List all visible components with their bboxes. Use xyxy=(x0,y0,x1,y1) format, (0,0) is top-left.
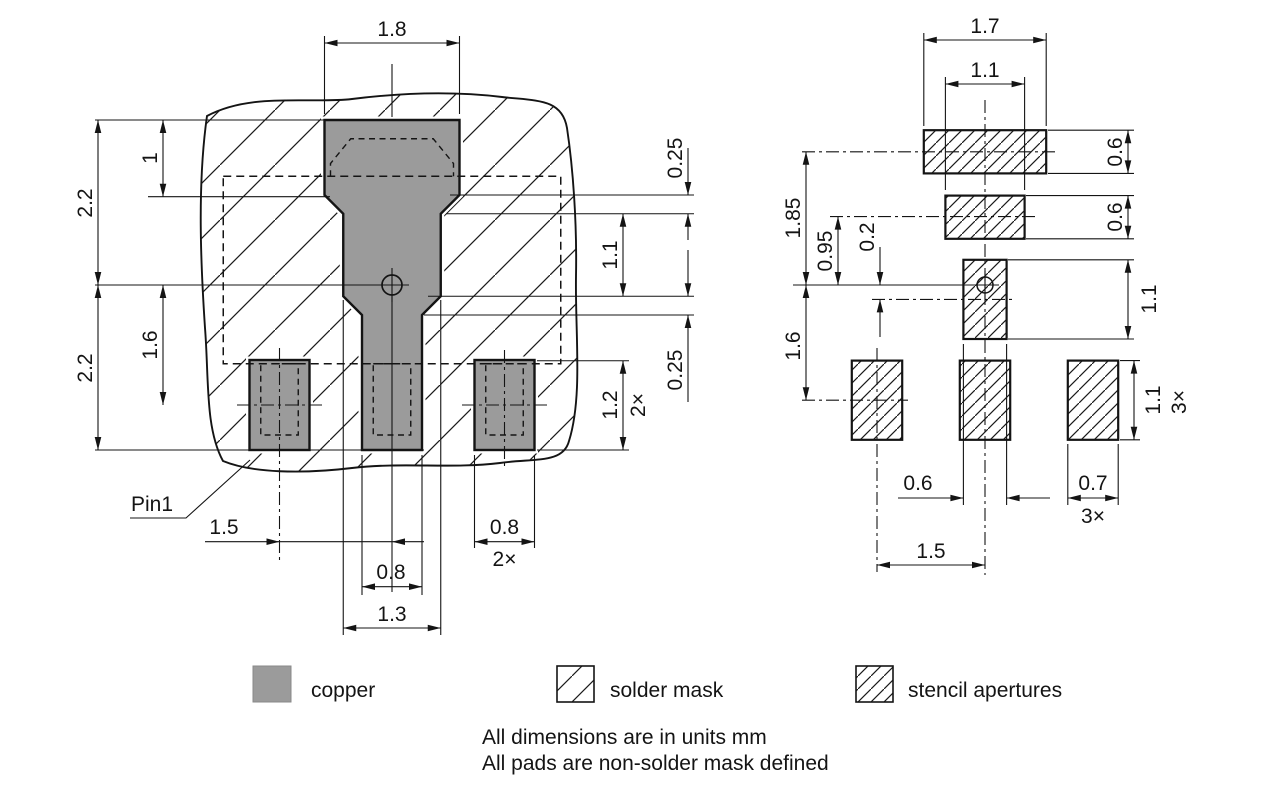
dim-bottom-pitch: 1.5 xyxy=(916,540,945,563)
pin1-callout: Pin1 xyxy=(130,459,251,519)
dim-right-center-height: 1.1 xyxy=(1138,284,1161,313)
dim-right-pad-height: 1.2 xyxy=(599,390,622,419)
dim-left-total-bottom: 2.2 xyxy=(74,353,97,382)
dim-right-row-height: 1.1 xyxy=(1142,385,1165,414)
dim-left-tab-offset: 1.85 xyxy=(782,198,805,239)
dimensions-right-figure: 1.7 1.1 1.85 0.95 0.2 1.6 0.6 0.6 1.1 1.… xyxy=(782,15,1191,569)
dim-right-chamfer-bottom: 0.25 xyxy=(664,350,687,391)
dim-bottom-center-width: 0.6 xyxy=(903,472,932,495)
dim-right-row-qty: 3× xyxy=(1168,390,1191,414)
dim-right-tab-height: 0.6 xyxy=(1104,137,1127,166)
dim-bottom-pad-qty: 2× xyxy=(493,548,517,571)
legend-swatch-copper xyxy=(252,665,292,703)
legend-swatch-stencil-apertures xyxy=(855,665,894,703)
land-pattern-figure: 1.8 2.2 1 2.2 1.6 0.25 1.1 0.25 1.2 2× 1 xyxy=(74,18,694,635)
dim-left-inner-offset: 0.95 xyxy=(814,231,837,272)
dim-bottom-mid-width: 1.3 xyxy=(377,603,406,626)
note-units: All dimensions are in units mm xyxy=(482,726,767,749)
dim-top-tab-width: 1.7 xyxy=(970,15,999,38)
extension-lines-right-figure xyxy=(923,33,1140,505)
dim-right-inner-height: 0.6 xyxy=(1104,202,1127,231)
dim-right-pad-qty: 2× xyxy=(627,393,650,417)
extension-lines-left-figure xyxy=(95,36,694,635)
note-nsmd: All pads are non-solder mask defined xyxy=(482,752,829,775)
centerlines-right-figure xyxy=(793,100,1058,575)
notes: All dimensions are in units mm All pads … xyxy=(482,726,829,775)
dim-left-row-offset: 1.6 xyxy=(782,331,805,360)
dimensions-left-figure: 1.8 2.2 1 2.2 1.6 0.25 1.1 0.25 1.2 2× 1 xyxy=(74,18,692,632)
legend-label-copper: copper xyxy=(311,679,375,702)
dim-left-total-top: 2.2 xyxy=(74,188,97,217)
component-tab-outline xyxy=(329,138,455,177)
origin-marker-stencil xyxy=(971,271,999,299)
stencil-figure: 1.7 1.1 1.85 0.95 0.2 1.6 0.6 0.6 1.1 1.… xyxy=(782,15,1191,575)
origin-marker xyxy=(375,268,409,302)
legend-label-stencil-apertures: stencil apertures xyxy=(908,679,1062,702)
dim-top-inner-width: 1.1 xyxy=(970,59,999,82)
legend: copper solder mask stencil apertures xyxy=(252,665,1062,703)
component-lead1-outline xyxy=(260,363,299,436)
dim-bottom-pad-qty-stencil: 3× xyxy=(1081,505,1105,528)
legend-swatch-solder-mask xyxy=(556,665,595,703)
aperture-pin3 xyxy=(1066,359,1120,441)
dim-bottom-pad-pitch: 1.5 xyxy=(209,516,238,539)
dim-left-center-offset: 0.2 xyxy=(856,222,879,251)
dim-bottom-pad-width-stencil: 0.7 xyxy=(1078,472,1107,495)
dim-bottom-tail-width: 0.8 xyxy=(376,561,405,584)
dim-top-width: 1.8 xyxy=(377,18,406,41)
pin1-label: Pin1 xyxy=(131,493,173,516)
dim-left-top-section: 1 xyxy=(139,152,162,164)
dim-left-pad-row-offset: 1.6 xyxy=(139,330,162,359)
dim-right-chamfer-top: 0.25 xyxy=(664,138,687,179)
dim-bottom-pad-width: 0.8 xyxy=(490,516,519,539)
legend-label-solder-mask: solder mask xyxy=(610,679,724,702)
dim-right-mid-height: 1.1 xyxy=(599,240,622,269)
